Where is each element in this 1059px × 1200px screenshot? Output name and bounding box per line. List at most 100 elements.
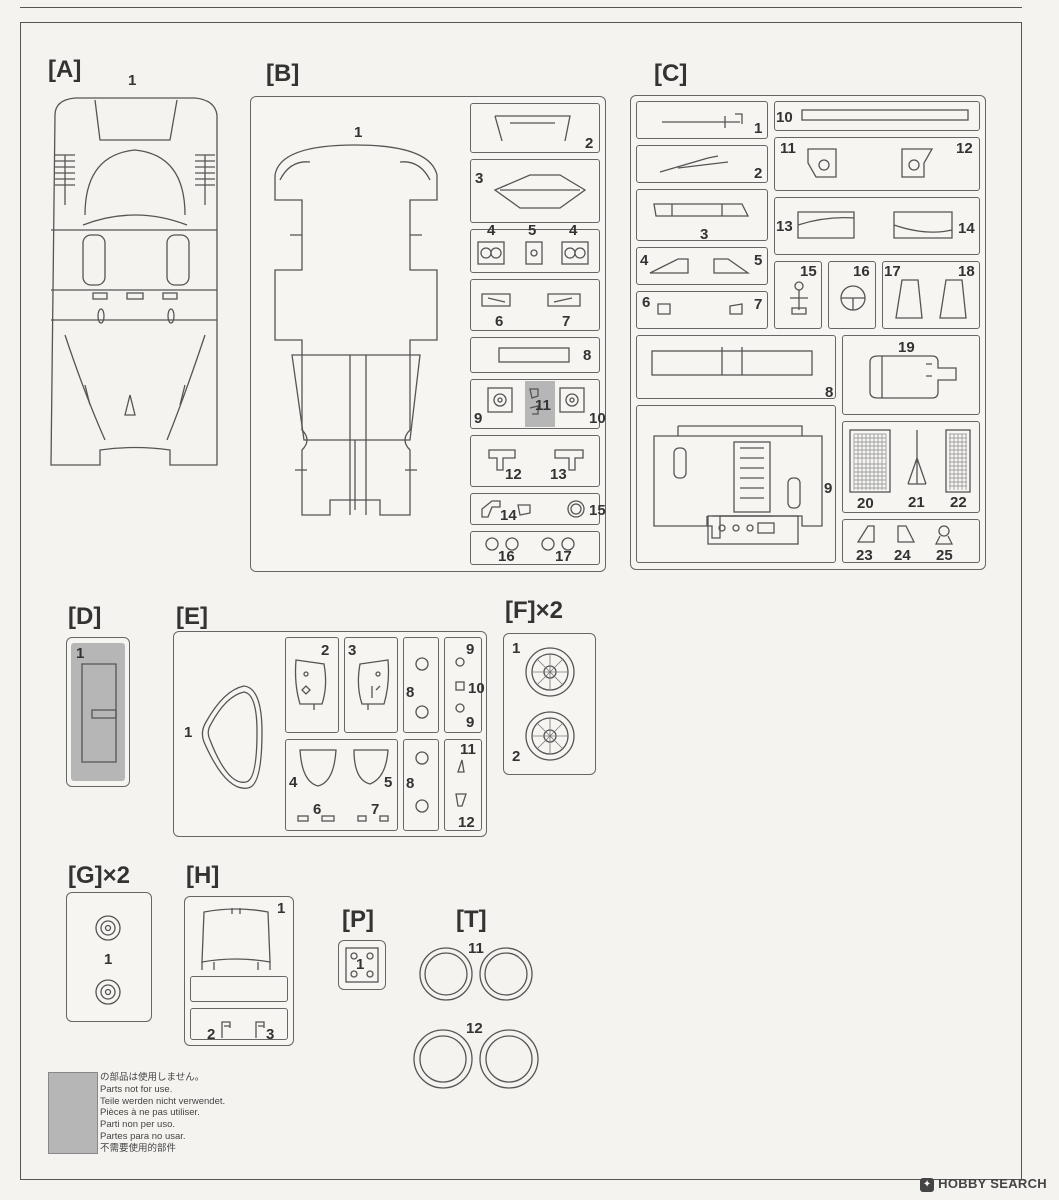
sprue-b-cell-16-17 [470, 531, 600, 565]
sprue-c-part-3: 3 [700, 226, 709, 243]
sprue-e-part-2: 2 [321, 642, 330, 659]
watermark-text: HOBBY SEARCH [938, 1176, 1047, 1191]
c10-bar [801, 109, 969, 121]
sprue-c-cell-17-18 [882, 261, 980, 329]
sprue-g-label: [G]×2 [68, 862, 131, 889]
f1-f2-wheels [525, 647, 575, 761]
sprue-c-cell-20-22 [842, 421, 980, 513]
sprue-c-part-25: 25 [936, 547, 953, 564]
sprue-e-part-8-top: 8 [406, 684, 415, 701]
sprue-c-cell-13-14 [774, 197, 980, 255]
e9-e10-lenses [455, 657, 465, 713]
e8-lenses-top [415, 657, 429, 719]
legend-line-ja: の部品は使用しません。 [100, 1072, 205, 1083]
sprue-b-cell-6-7 [470, 279, 600, 331]
b8-plate [498, 347, 570, 363]
sprue-c-part-24: 24 [894, 547, 911, 564]
sheet-frame [20, 22, 1022, 1180]
sprue-a-label: [A] [48, 56, 82, 83]
sprue-p-part-1: 1 [356, 956, 365, 973]
c4-c5-parts [649, 258, 751, 274]
sprue-c-part-9: 9 [824, 480, 833, 497]
sprue-b-part-4-left: 4 [487, 222, 496, 239]
sprue-e-cell-2 [285, 637, 339, 733]
sprue-c-cell-23-25 [842, 519, 980, 563]
sprue-b-part-10: 10 [589, 410, 606, 427]
b2-bracket [494, 115, 571, 142]
sprue-c-part-16: 16 [853, 263, 870, 280]
sprue-h-cell-2-3 [190, 1008, 288, 1040]
chassis-floor-drawing [274, 144, 438, 516]
e11-e12-lenses [455, 759, 467, 807]
sprue-b-part-11: 11 [535, 397, 551, 414]
sprue-c-part-17: 17 [884, 263, 901, 280]
e2-light [294, 659, 327, 710]
sprue-b-part-17: 17 [555, 548, 572, 565]
e3-light [357, 659, 390, 710]
sprue-b-cell-4-5 [470, 229, 600, 273]
c1-rod [662, 113, 743, 128]
sprue-e-part-9-top: 9 [466, 641, 475, 658]
sprue-b-part-16: 16 [498, 548, 515, 565]
e1-window [201, 685, 263, 789]
sprue-f-frame [503, 633, 596, 775]
sprue-b-part-3: 3 [475, 170, 484, 187]
sprue-c-cell-1 [636, 101, 768, 139]
unused-parts-swatch [48, 1072, 98, 1154]
sprue-d-label: [D] [68, 603, 102, 630]
sprue-c-cell-9 [636, 405, 836, 563]
watermark: ✦HOBBY SEARCH [920, 1176, 1047, 1192]
sprue-g-frame [66, 892, 152, 1022]
c20-mesh [849, 429, 891, 493]
sprue-c-part-11: 11 [780, 140, 796, 157]
sprue-e-part-11: 11 [460, 741, 476, 758]
sprue-b-cell-14-15 [470, 493, 600, 525]
sprue-e-cell-11-12 [444, 739, 482, 831]
unused-parts-legend: の部品は使用しません。 Parts not for use. Teile wer… [100, 1072, 225, 1155]
e4-e5-lights [299, 749, 389, 787]
sprue-h-part-1: 1 [277, 900, 286, 917]
sprue-c-part-18: 18 [958, 263, 975, 280]
sprue-b-cell-9-11 [470, 379, 600, 429]
legend-line-zh: 不需要使用的部件 [100, 1142, 177, 1154]
c23-c25-parts [856, 525, 954, 545]
sprue-b-part-2: 2 [585, 135, 594, 152]
sprue-b-label: [B] [266, 60, 300, 87]
sprue-e-cell-3 [344, 637, 398, 733]
sprue-t-part-12: 12 [466, 1020, 483, 1037]
sprue-c-part-10: 10 [776, 109, 793, 126]
sprue-c-part-14: 14 [958, 220, 975, 237]
t11-tires [419, 947, 533, 1001]
g1-hubs [95, 915, 121, 1005]
sprue-e-part-8-bottom: 8 [406, 775, 415, 792]
sprue-c-part-15: 15 [800, 263, 817, 280]
sprue-c-part-2: 2 [754, 165, 763, 182]
c11-c12-parts [807, 148, 934, 178]
body-shell-drawing [50, 97, 218, 466]
b12-b13-parts [488, 449, 584, 471]
sprue-e-part-6: 6 [313, 801, 322, 818]
sprue-b-part-4-right: 4 [569, 222, 578, 239]
h2-h3-parts [221, 1021, 265, 1038]
sprue-b-part-7: 7 [562, 313, 571, 330]
sprue-b-part-9: 9 [474, 410, 483, 427]
sprue-c-part-4: 4 [640, 252, 649, 269]
c17-c18-pedals [895, 279, 967, 319]
h1-windshield [201, 908, 271, 970]
sprue-e-label: [E] [176, 603, 208, 630]
legend-line-en: Parts not for use. [100, 1083, 173, 1095]
sprue-e-part-10: 10 [468, 680, 485, 697]
legend-line-de: Teile werden nicht verwendet. [100, 1095, 226, 1107]
sprue-c-part-5: 5 [754, 252, 763, 269]
sprue-t-part-11: 11 [468, 940, 484, 957]
legend-line-it: Parti non per uso. [100, 1119, 175, 1131]
sprue-e-cell-9-10 [444, 637, 482, 733]
sprue-h-part-2: 2 [207, 1026, 216, 1043]
b3-crossmember [493, 174, 587, 209]
c13-c14-ducts [797, 211, 953, 239]
sprue-c-part-12: 12 [956, 140, 973, 157]
sprue-b-cell-8 [470, 337, 600, 373]
sprue-f-part-2: 2 [512, 748, 521, 765]
sprue-f-part-1: 1 [512, 640, 521, 657]
sprue-c-cell-3 [636, 189, 768, 241]
